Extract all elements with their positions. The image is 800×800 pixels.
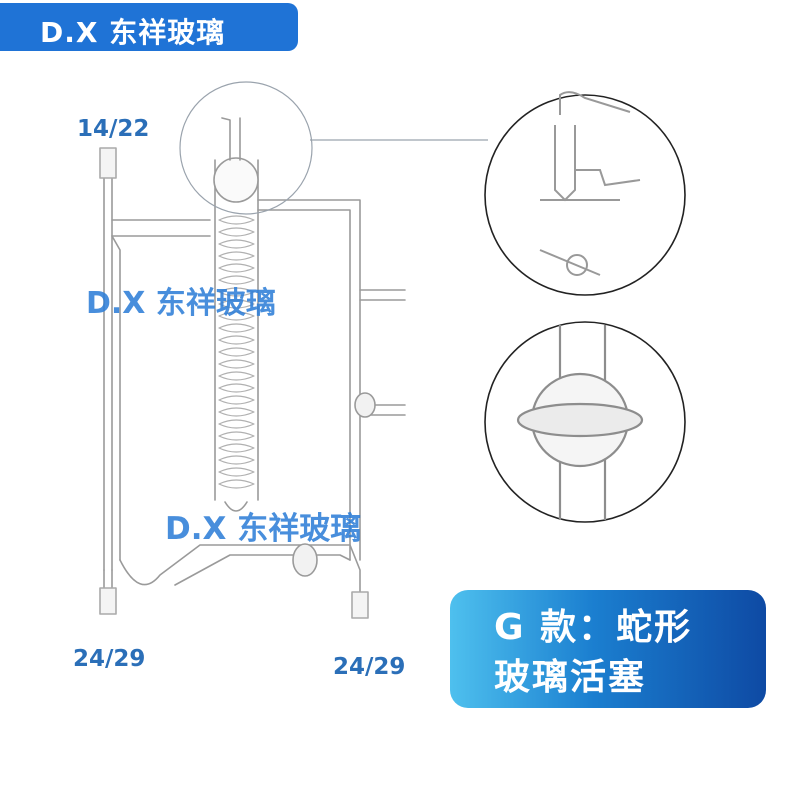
watermark-upper: D.X 东祥玻璃: [86, 286, 276, 321]
model-badge: G 款：蛇形 玻璃活塞: [450, 590, 766, 708]
brand-name: D.X 东祥玻璃: [40, 16, 226, 49]
badge-line-1: G 款：蛇形: [494, 607, 693, 648]
joint-label-bottom-right: 24/29: [333, 654, 406, 680]
watermark-lower: D.X 东祥玻璃: [165, 511, 362, 547]
joint-label-bottom-left: 24/29: [73, 646, 146, 672]
joint-label-top-left: 14/22: [77, 116, 150, 142]
brand-tab: D.X 东祥玻璃: [0, 3, 298, 51]
badge-line-2: 玻璃活塞: [494, 657, 647, 698]
